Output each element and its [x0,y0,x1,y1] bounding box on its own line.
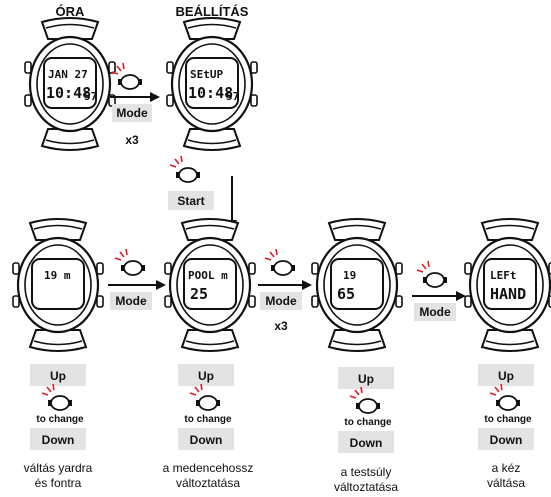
updown-group-3: Up to change Down [338,367,394,453]
updown-group-4: Up to change Down [478,364,534,450]
down-label-2: Down [190,433,223,447]
watch-setup: SEtUP 10:48 57 [165,16,259,152]
arrow-3-head [302,280,312,290]
caption-1-line2: és fontra [35,476,82,490]
caption-2-line1: a medencehossz [163,461,254,475]
mode-label-3: Mode [265,294,297,308]
down-button-4 [478,428,534,450]
watch1-line2: 10:48 [46,84,91,102]
to-change-2: to change [184,414,232,425]
watch6-line1: LEFt [490,269,517,282]
watch2-line1: SEtUP [190,68,223,81]
up-button-1 [30,364,86,386]
watch-units: 19 m [11,217,105,353]
watch2-seconds: 57 [226,90,239,103]
mode-button-3 [260,292,302,310]
watch-hand: LEFt HAND [463,217,551,353]
arrow-4-head [456,291,466,301]
down-label-4: Down [490,433,523,447]
mode-label-1: Mode [116,106,148,120]
caption-1-line1: váltás yardra [24,461,93,475]
up-button-4 [478,364,534,386]
mode-press-icon [111,62,143,90]
down-label-1: Down [42,433,75,447]
caption-3-line1: a testsúly [341,465,392,479]
up-label-1: Up [50,369,66,383]
updown-group-2: Up to change Down [178,364,234,450]
watch4-line2: 25 [190,285,208,303]
watch4-line1: POOL m [188,269,228,282]
up-button-3 [338,367,394,389]
start-button [168,191,214,210]
start-label: Start [177,194,204,208]
down-label-3: Down [350,436,383,450]
up-label-2: Up [198,369,214,383]
updown-group-1: Up to change Down [30,364,86,450]
to-change-1: to change [36,414,84,425]
watch6-line2: HAND [490,285,526,303]
heading-ora: ÓRA [56,4,86,19]
up-label-4: Up [498,369,514,383]
to-change-3: to change [344,417,392,428]
watch-weight: 19 65 [310,217,404,353]
start-press-icon [169,155,201,183]
down-button-1 [30,428,86,450]
caption-3-line2: változtatása [334,480,398,494]
watch2-line2: 10:48 [188,84,233,102]
mode-button-4 [414,303,456,321]
arrow-1-head [150,92,160,102]
caption-4-line2: váltása [487,476,525,490]
to-change-4: to change [484,414,532,425]
mode-button-2 [110,292,152,310]
watch1-line1: JAN 27 [48,68,88,81]
x3-label-1: x3 [125,133,139,147]
up-button-2 [178,364,234,386]
mode-press-icon-2 [114,248,146,276]
down-button-2 [178,428,234,450]
watch5-line1: 19 [343,269,356,282]
watch3-line1: 19 m [44,269,71,282]
watch-pool: POOL m 25 [163,217,257,353]
mode-label-4: Mode [419,305,451,319]
down-button-3 [338,431,394,453]
x3-label-2: x3 [274,319,288,333]
heading-beallitas: BEÁLLÍTÁS [176,4,249,19]
caption-2-line2: változtatása [176,476,240,490]
watch-clock: JAN 27 10:48 57 [23,16,117,152]
arrow-2-head [156,280,166,290]
up-label-3: Up [358,372,374,386]
caption-4-line1: a kéz [492,461,521,475]
mode-button-1 [112,104,152,122]
mode-label-2: Mode [115,294,147,308]
watch5-line2: 65 [337,285,355,303]
mode-press-icon-4 [416,260,448,288]
watch1-seconds: 57 [84,90,97,103]
mode-press-icon-3 [264,248,296,276]
